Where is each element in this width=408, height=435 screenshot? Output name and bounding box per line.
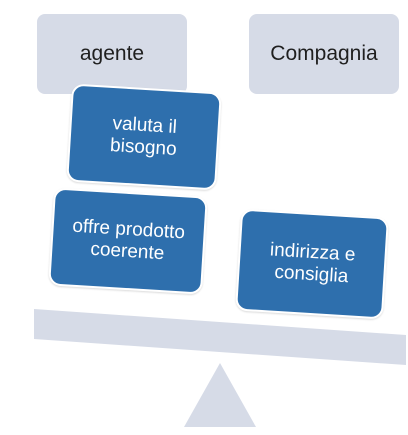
weight-offre-label: offre prodotto coerente bbox=[71, 215, 186, 265]
agente-header: agente bbox=[37, 14, 187, 94]
agente-label: agente bbox=[79, 42, 145, 65]
balance-fulcrum bbox=[184, 363, 256, 427]
compagnia-header: Compagnia bbox=[249, 14, 399, 94]
weight-valuta-il-bisogno: valuta il bisogno bbox=[66, 83, 222, 191]
weight-offre-prodotto: offre prodotto coerente bbox=[48, 187, 208, 295]
weight-indirizza-e-consiglia: indirizza e consiglia bbox=[235, 208, 389, 320]
weight-valuta-label: valuta il bisogno bbox=[109, 112, 178, 160]
compagnia-label: Compagnia bbox=[270, 42, 378, 65]
weight-indirizza-label: indirizza e consiglia bbox=[269, 239, 357, 288]
